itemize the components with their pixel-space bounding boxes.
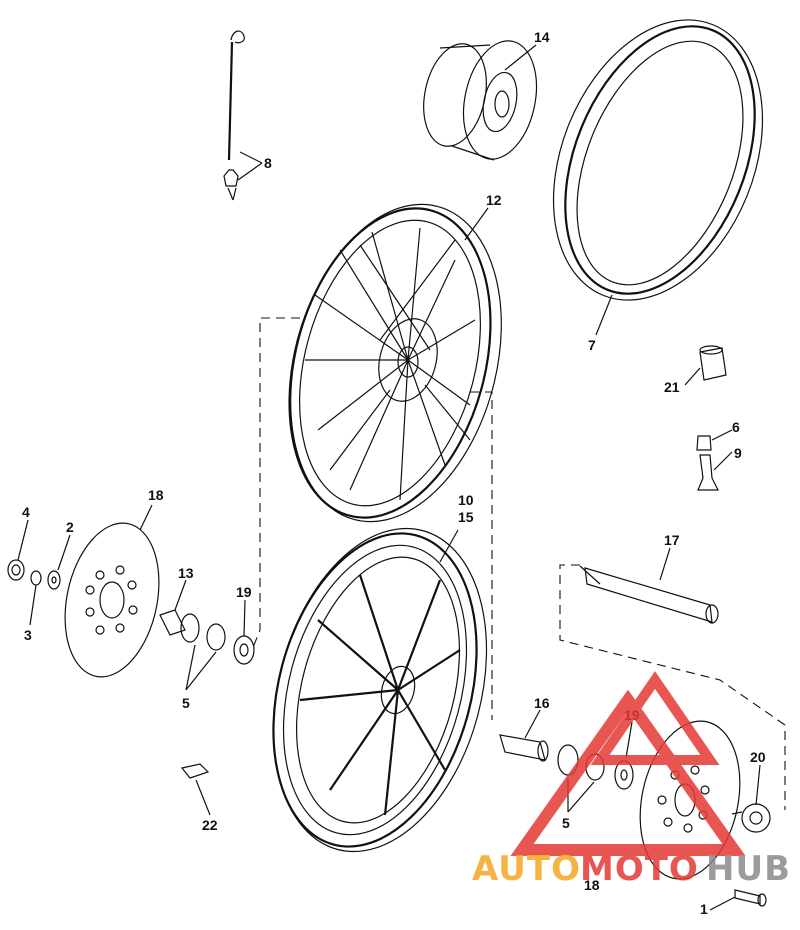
spacer-sleeve xyxy=(699,345,727,381)
label-13: 13 xyxy=(178,565,194,581)
retaining-clip xyxy=(180,763,210,779)
rim-band xyxy=(552,19,764,301)
label-14: 14 xyxy=(534,29,550,45)
label-17: 17 xyxy=(664,532,680,548)
cast-wheel xyxy=(272,527,488,853)
watermark-text-moto: MOTO xyxy=(580,849,699,889)
label-4: 4 xyxy=(22,504,30,520)
label-6: 6 xyxy=(732,419,740,435)
left-washers xyxy=(7,559,61,590)
label-22: 22 xyxy=(202,817,218,833)
watermark-logo: AUTO MOTO HUB xyxy=(472,671,791,889)
part-labels: 8 14 7 12 10 15 18 4 2 3 13 19 5 16 19 5… xyxy=(22,29,766,917)
label-8: 8 xyxy=(264,155,272,171)
assembly-guide-lines xyxy=(251,317,786,810)
label-1: 1 xyxy=(700,901,708,917)
label-18-right: 18 xyxy=(584,877,600,893)
watermark-triangle-outer xyxy=(510,689,746,856)
label-5-right: 5 xyxy=(562,815,570,831)
spoked-wheel xyxy=(288,203,502,523)
label-5-left: 5 xyxy=(182,695,190,711)
leader-lines xyxy=(17,44,761,911)
left-bearing-stack xyxy=(159,609,255,665)
label-2: 2 xyxy=(66,519,74,535)
spoke-and-nipple xyxy=(223,30,245,201)
axle-shaft xyxy=(579,565,719,624)
label-21: 21 xyxy=(664,379,680,395)
label-3: 3 xyxy=(24,627,32,643)
brake-disc-left xyxy=(64,522,160,678)
label-7: 7 xyxy=(588,337,596,353)
label-12: 12 xyxy=(486,192,502,208)
label-15: 15 xyxy=(458,509,474,525)
label-18-left: 18 xyxy=(148,487,164,503)
label-19-left: 19 xyxy=(236,584,252,600)
watermark-triangle-inner xyxy=(590,671,720,765)
label-9: 9 xyxy=(734,445,742,461)
valve-stem xyxy=(696,435,719,491)
label-16: 16 xyxy=(534,695,550,711)
label-10: 10 xyxy=(458,492,474,508)
label-20: 20 xyxy=(750,749,766,765)
watermark-text-hub: HUB xyxy=(706,849,791,889)
watermark-text-auto: AUTO xyxy=(472,849,581,889)
axle-bolt xyxy=(734,889,767,907)
disc-hub-assembly xyxy=(423,40,538,161)
axle-spacer xyxy=(499,734,549,762)
